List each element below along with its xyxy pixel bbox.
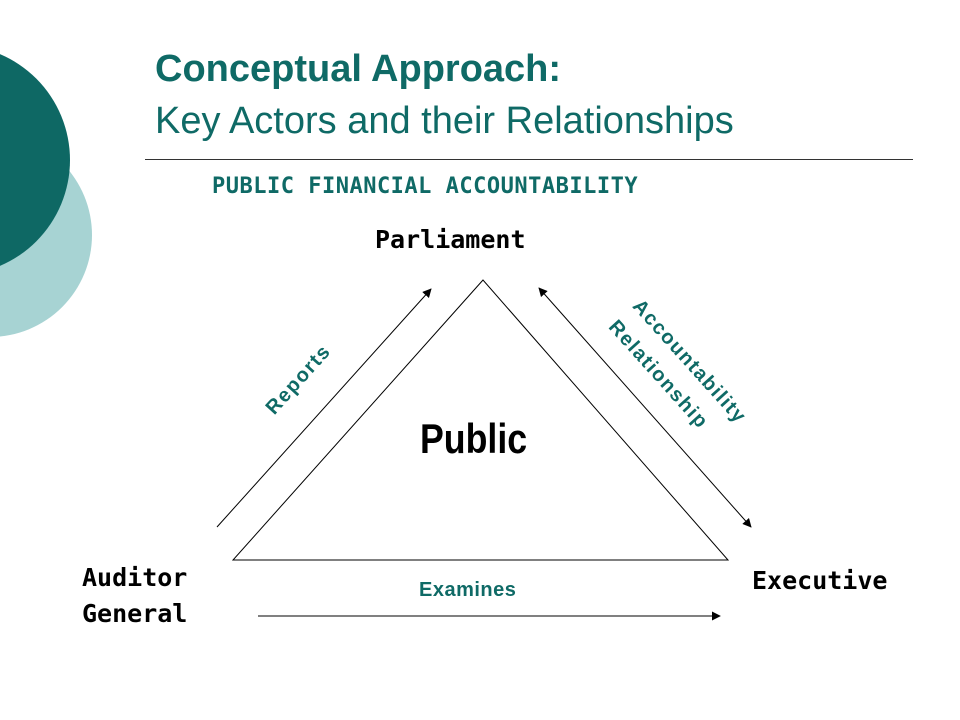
reports-arrow [216,288,432,528]
section-heading: PUBLIC FINANCIAL ACCOUNTABILITY [212,174,639,199]
edge-label-examines: Examines [419,579,517,601]
node-executive: Executive [752,566,888,595]
title-divider [145,159,913,160]
center-label-public: Public [420,415,528,462]
slide-title: Conceptual Approach: [155,48,562,90]
accountability-arrow [538,287,752,528]
dark-teal-circle [0,54,70,266]
node-parliament: Parliament [375,225,526,254]
decorative-circles [0,54,92,337]
node-auditor-general-line1: Auditor [82,563,188,592]
node-auditor-general-line2: General [82,599,188,628]
slide-subtitle-title: Key Actors and their Relationships [155,100,734,142]
